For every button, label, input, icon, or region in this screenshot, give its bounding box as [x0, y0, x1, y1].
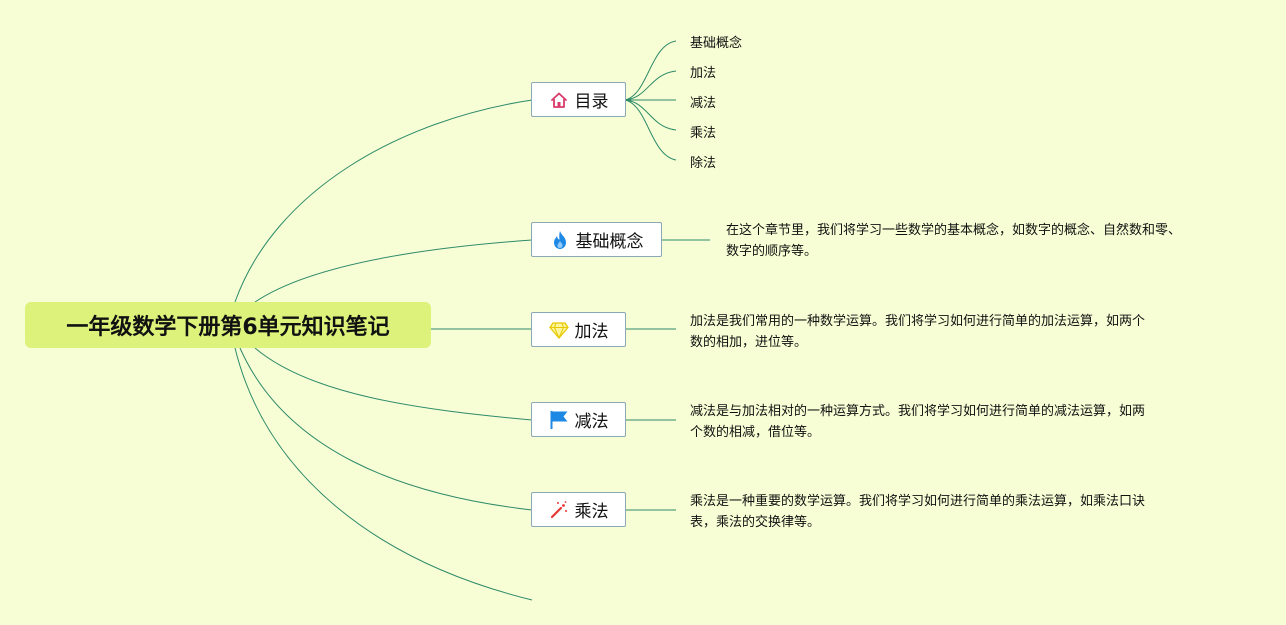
subtraction-description-line-2: 个数的相减，借位等。 — [690, 425, 821, 440]
connector-root-basics — [254, 239, 533, 303]
toc-item-subtraction[interactable]: 减法 — [690, 96, 717, 111]
multiplication-description-line-2: 表，乘法的交换律等。 — [690, 515, 821, 530]
branch-subtraction[interactable]: 减法 — [531, 402, 626, 437]
root-topic[interactable]: 一年级数学下册第6单元知识笔记 — [25, 302, 431, 348]
connector-root-multiplication — [239, 347, 533, 511]
branch-basics-label: 基础概念 — [575, 232, 644, 252]
flag-icon — [549, 410, 569, 430]
multiplication-description[interactable]: 乘法是一种重要的数学运算。我们将学习如何进行简单的乘法运算，如乘法口诀 表，乘法… — [690, 491, 1210, 533]
home-icon — [549, 90, 569, 110]
addition-description[interactable]: 加法是我们常用的一种数学运算。我们将学习如何进行简单的加法运算，如两个 数的相加… — [690, 311, 1210, 353]
subtraction-description[interactable]: 减法是与加法相对的一种运算方式。我们将学习如何进行简单的减法运算，如两 个数的相… — [690, 401, 1210, 443]
magic-wand-icon — [549, 500, 569, 520]
basics-description-line-1: 在这个章节里，我们将学习一些数学的基本概念，如数字的概念、自然数和零、 — [726, 223, 1182, 238]
branch-basics[interactable]: 基础概念 — [531, 222, 662, 257]
connector-toc-item-1 — [624, 40, 677, 101]
connector-root-toc — [234, 99, 533, 303]
toc-item-division[interactable]: 除法 — [690, 156, 717, 171]
toc-item-basics[interactable]: 基础概念 — [690, 36, 743, 51]
basics-description[interactable]: 在这个章节里，我们将学习一些数学的基本概念，如数字的概念、自然数和零、 数字的顺… — [726, 220, 1246, 262]
branch-multiplication-label: 乘法 — [574, 502, 609, 522]
toc-item-multiplication[interactable]: 乘法 — [690, 126, 717, 141]
basics-description-line-2: 数字的顺序等。 — [726, 244, 818, 259]
branch-subtraction-label: 减法 — [574, 412, 609, 432]
addition-description-line-2: 数的相加，进位等。 — [690, 335, 808, 350]
branch-addition-label: 加法 — [574, 322, 609, 342]
connector-root-extra — [234, 347, 533, 601]
branch-addition[interactable]: 加法 — [531, 312, 626, 347]
branch-toc[interactable]: 目录 — [531, 82, 626, 117]
toc-item-addition[interactable]: 加法 — [690, 66, 717, 81]
branch-toc-label: 目录 — [574, 92, 609, 112]
branch-multiplication[interactable]: 乘法 — [531, 492, 626, 527]
flame-icon — [550, 230, 570, 250]
connector-toc-item-4 — [624, 99, 677, 131]
diamond-icon — [548, 320, 569, 340]
multiplication-description-line-1: 乘法是一种重要的数学运算。我们将学习如何进行简单的乘法运算，如乘法口诀 — [690, 494, 1146, 509]
addition-description-line-1: 加法是我们常用的一种数学运算。我们将学习如何进行简单的加法运算，如两个 — [690, 314, 1146, 329]
connector-toc-item-2 — [624, 70, 677, 101]
connector-root-subtraction — [254, 347, 533, 421]
connector-toc-item-5 — [624, 99, 677, 161]
subtraction-description-line-1: 减法是与加法相对的一种运算方式。我们将学习如何进行简单的减法运算，如两 — [690, 404, 1146, 419]
